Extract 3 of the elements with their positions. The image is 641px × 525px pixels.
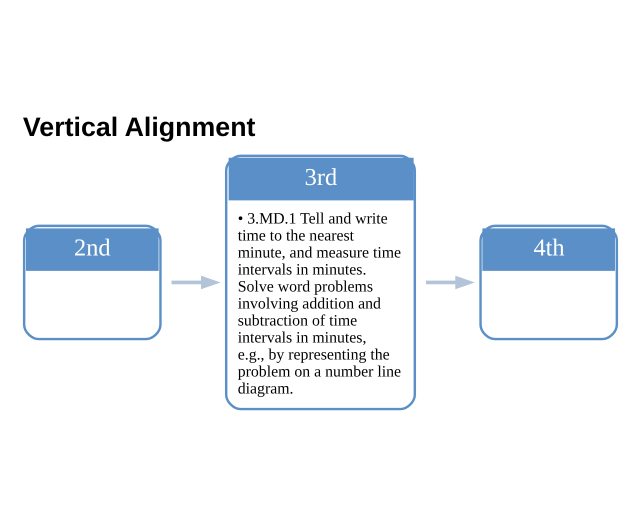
arrow <box>426 275 475 289</box>
diagram-title: Vertical Alignment <box>22 111 256 142</box>
arrow <box>172 275 221 289</box>
